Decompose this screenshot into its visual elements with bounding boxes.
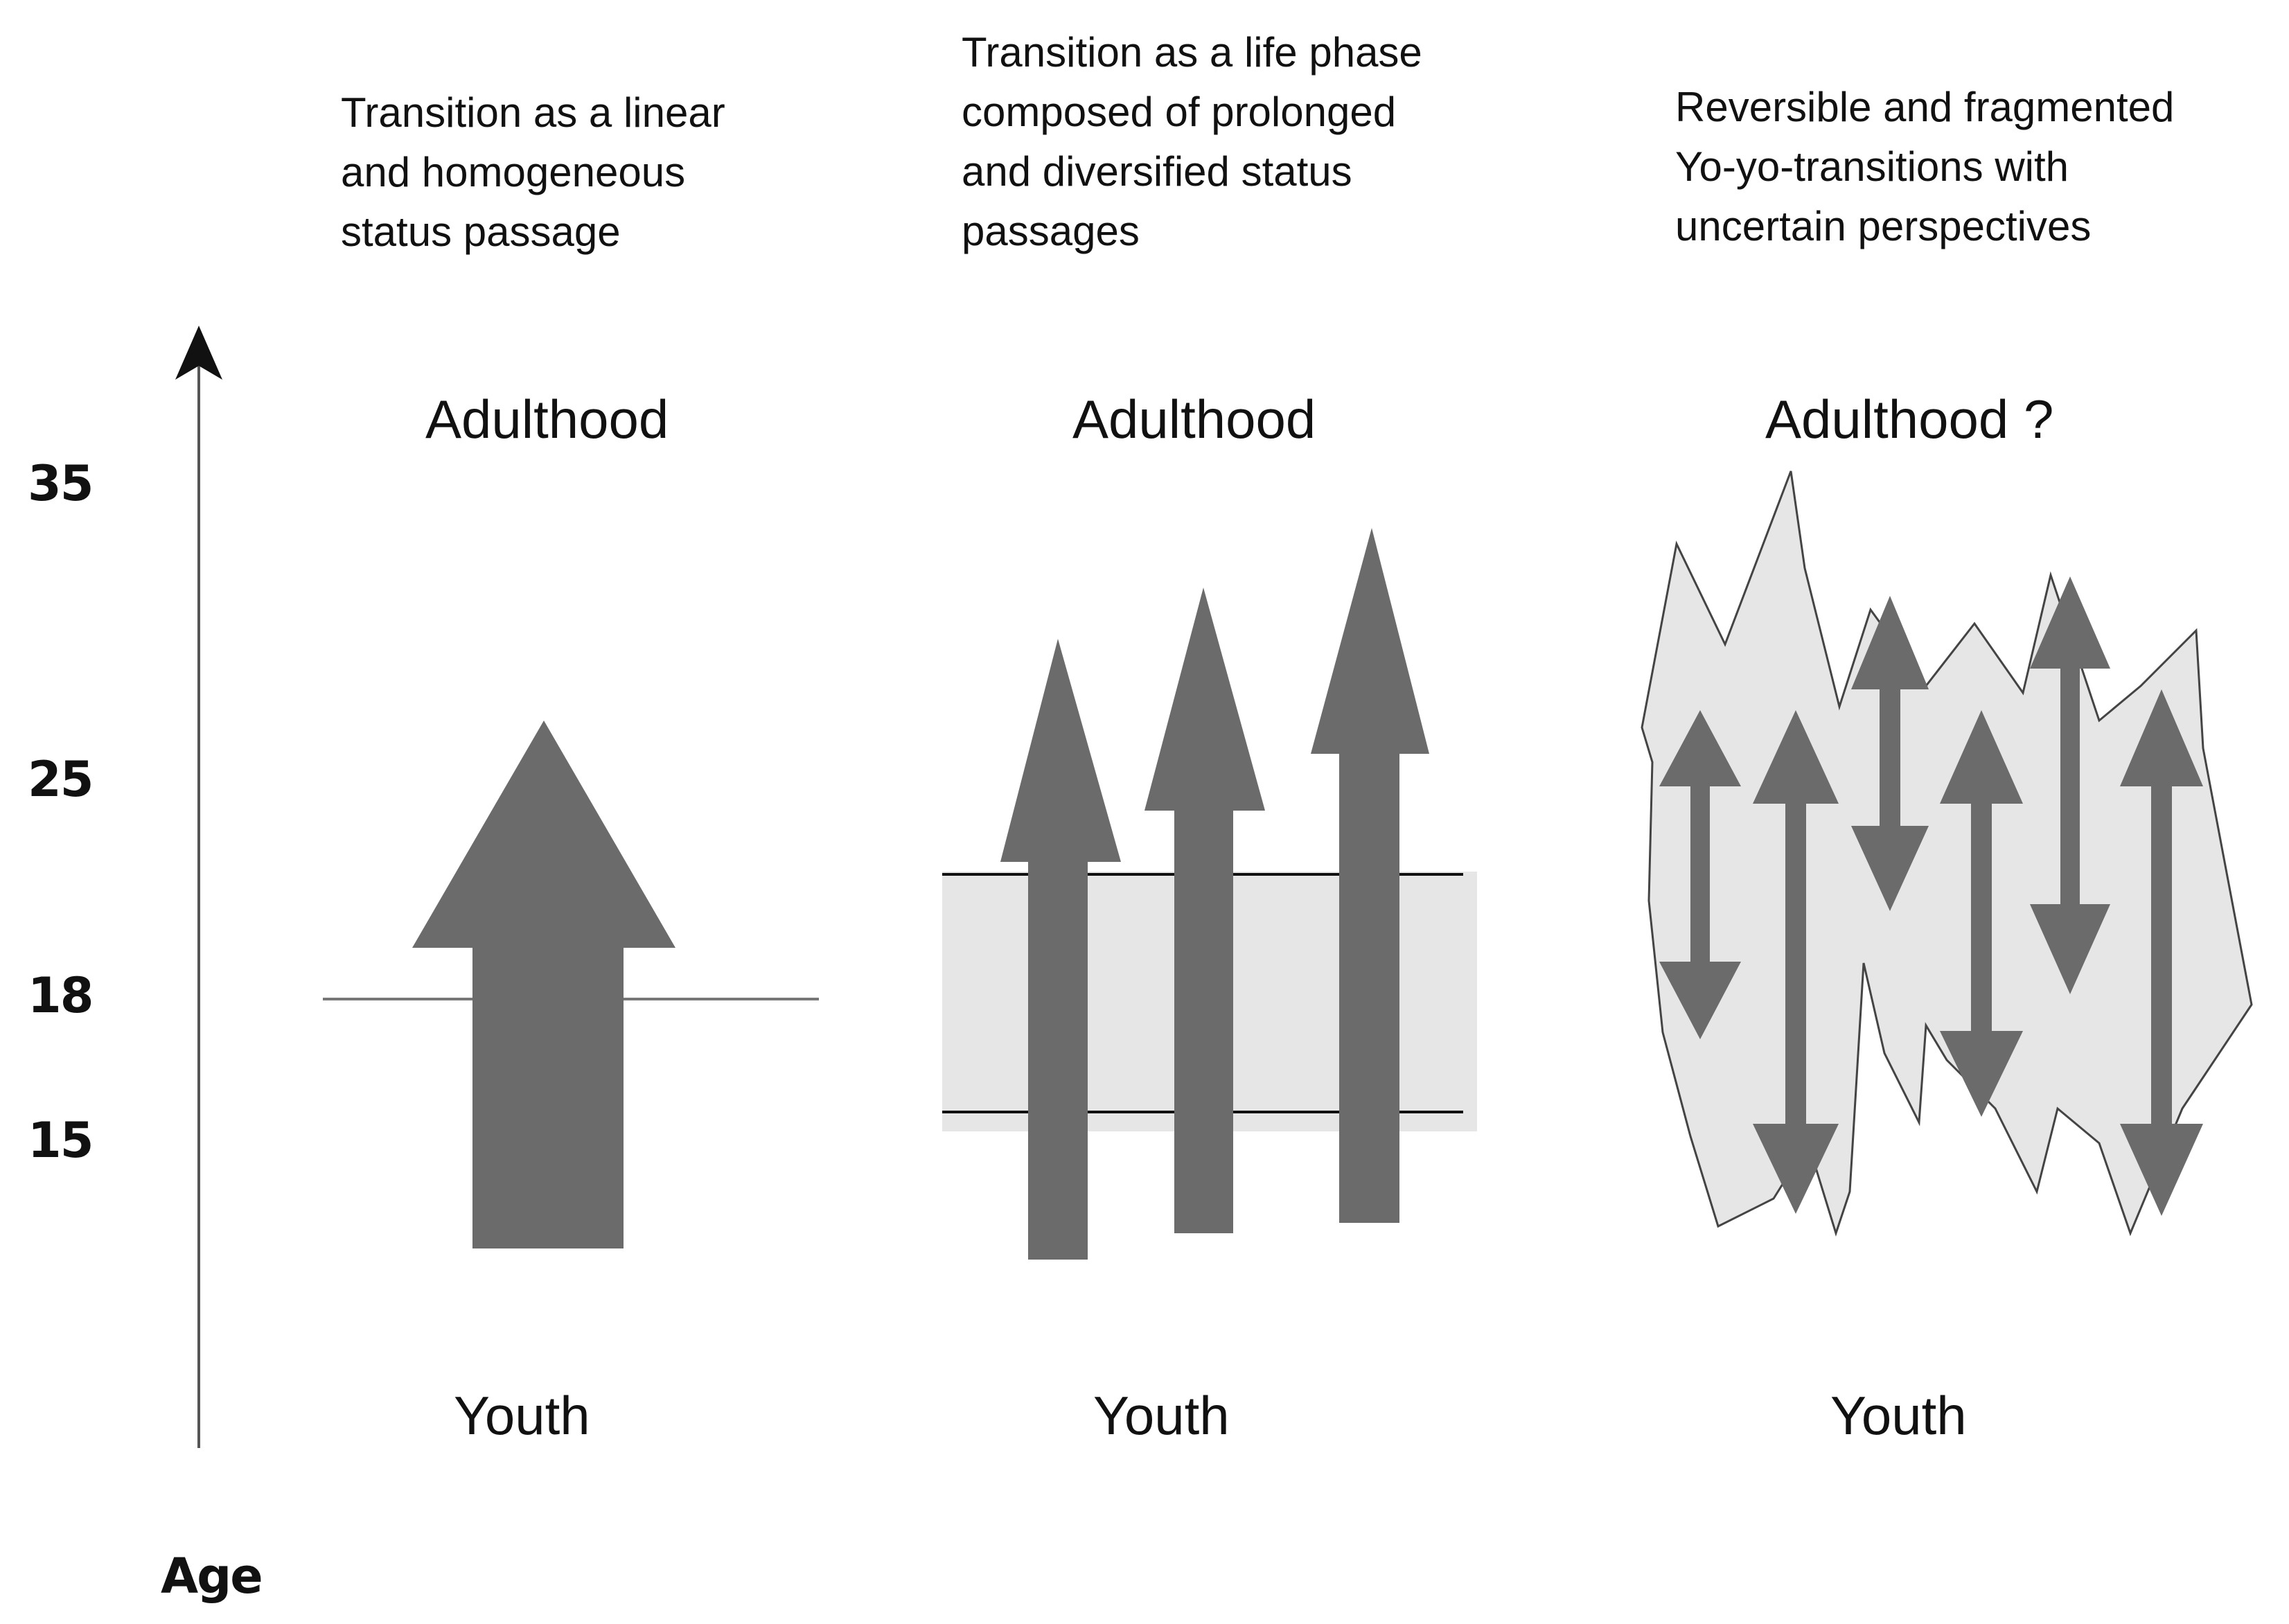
panel2-description-line: passages <box>962 208 1140 254</box>
panel1-description-line: Transition as a linear <box>341 89 725 136</box>
panel2-bottom-label: Youth <box>1093 1385 1230 1446</box>
age-tick-35: 35 <box>28 455 94 512</box>
panel2-top-label: Adulthood <box>1072 389 1316 450</box>
panel3-description-line: uncertain perspectives <box>1675 203 2092 249</box>
age-tick-25: 25 <box>28 751 94 808</box>
age-axis-title: Age <box>161 1548 263 1605</box>
panel3-top-label: Adulthood ? <box>1765 389 2054 450</box>
age-tick-18: 18 <box>28 967 94 1024</box>
age-axis-arrowhead <box>175 326 222 380</box>
panel2-description-line: and diversified status <box>962 148 1352 195</box>
panel3-yoyo-arrow-2 <box>1753 710 1839 1214</box>
panel2-arrow-3 <box>1311 528 1429 1223</box>
panel3-yoyo-arrow-4 <box>1940 710 2023 1117</box>
panel3-description: Reversible and fragmented Yo-yo-transiti… <box>1675 78 2174 256</box>
panel1-bottom-label: Youth <box>454 1385 590 1446</box>
panel3-description-line: Yo-yo-transitions with <box>1675 143 2069 190</box>
panel3-yoyo-arrow-6 <box>2120 689 2203 1216</box>
panel2-description-line: composed of prolonged <box>962 89 1397 135</box>
panel3-yoyo-arrow-1 <box>1659 710 1741 1039</box>
panel2-arrow-1 <box>1000 639 1121 1260</box>
panel1-big-arrow <box>412 721 675 1248</box>
panel3-bottom-label: Youth <box>1830 1385 1967 1446</box>
panel1-description-line: and homogeneous <box>341 149 686 195</box>
age-tick-15: 15 <box>28 1112 94 1169</box>
panel1-top-label: Adulthood <box>425 389 669 450</box>
panel3-description-line: Reversible and fragmented <box>1675 84 2175 130</box>
panel1-description-line: status passage <box>341 209 621 255</box>
panel2-arrow-2 <box>1144 588 1265 1233</box>
panel1-description: Transition as a linear and homogeneous s… <box>341 83 725 262</box>
panel3-yoyo-arrow-3 <box>1851 596 1929 911</box>
panel2-description-line: Transition as a life phase <box>962 29 1422 76</box>
panel2-description: Transition as a life phase composed of p… <box>962 23 1422 261</box>
panel3-yoyo-arrow-5 <box>2030 576 2110 994</box>
